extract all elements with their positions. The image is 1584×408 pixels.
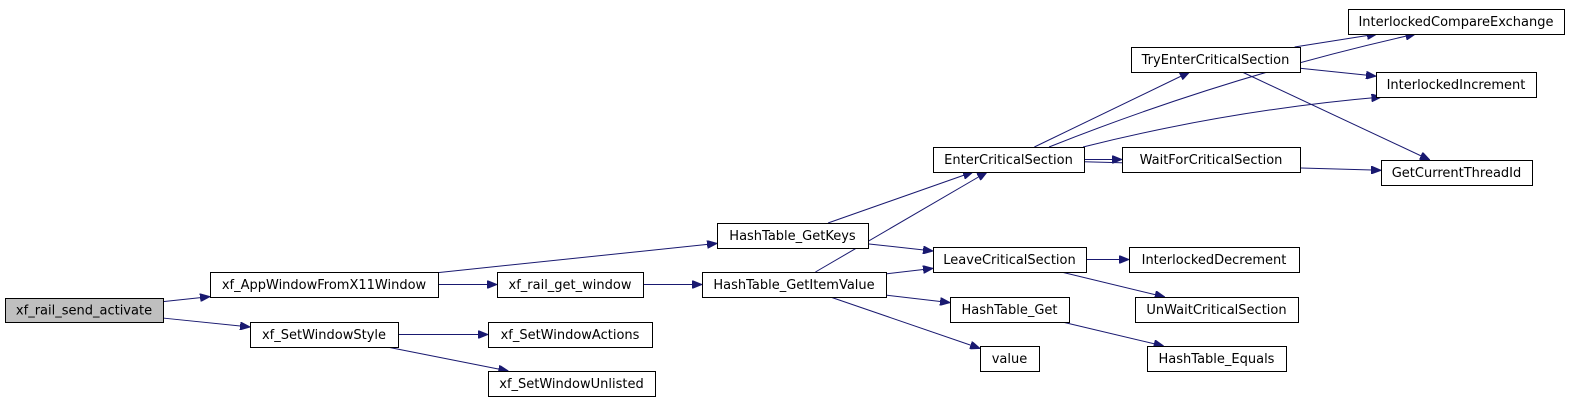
node-label: xf_SetWindowUnlisted — [499, 377, 643, 392]
edge-xf-appwindowfromx11window-to-hashtable-getkeys — [437, 243, 717, 274]
edge-tryentercriticalsection-to-interlockedcompareexchange — [1294, 34, 1377, 48]
node-xf-setwindowstyle[interactable]: xf_SetWindowStyle — [250, 322, 399, 348]
node-value[interactable]: value — [980, 346, 1040, 372]
node-unwaitcriticalsection[interactable]: UnWaitCriticalSection — [1135, 297, 1299, 323]
node-box — [933, 247, 1087, 273]
node-label: xf_SetWindowActions — [501, 328, 640, 343]
node-hashtable-getkeys[interactable]: HashTable_GetKeys — [717, 223, 869, 249]
node-label: value — [992, 352, 1028, 367]
node-entercriticalsection[interactable]: EnterCriticalSection — [933, 147, 1085, 173]
node-tryentercriticalsection[interactable]: TryEnterCriticalSection — [1131, 47, 1301, 73]
edge-entercriticalsection-to-interlockedcompareexchange — [1048, 34, 1415, 148]
node-getcurrentthreadid[interactable]: GetCurrentThreadId — [1381, 160, 1533, 186]
node-xf-setwindowunlisted[interactable]: xf_SetWindowUnlisted — [488, 371, 656, 397]
node-label: LeaveCriticalSection — [943, 253, 1075, 268]
node-box — [1376, 72, 1537, 98]
edge-entercriticalsection-to-interlockedincrement — [1082, 97, 1381, 148]
node-waitforcriticalsection[interactable]: WaitForCriticalSection — [1122, 147, 1301, 173]
node-xf-setwindowactions[interactable]: xf_SetWindowActions — [488, 322, 653, 348]
node-box — [1135, 297, 1299, 323]
node-label: EnterCriticalSection — [944, 153, 1073, 168]
node-box — [497, 272, 644, 298]
edge-tryentercriticalsection-to-getcurrentthreadid — [1241, 71, 1430, 160]
node-box — [1129, 247, 1300, 273]
edge-xf-setwindowstyle-to-xf-setwindowunlisted — [387, 346, 508, 371]
node-label: HashTable_Equals — [1159, 352, 1275, 367]
node-interlockedincrement[interactable]: InterlockedIncrement — [1376, 72, 1537, 98]
node-label: WaitForCriticalSection — [1140, 153, 1283, 168]
node-label: xf_rail_get_window — [509, 278, 632, 293]
edge-tryentercriticalsection-to-interlockedincrement — [1299, 67, 1376, 76]
node-xf-appwindowfromx11window[interactable]: xf_AppWindowFromX11Window — [210, 272, 439, 298]
edge-leavecriticalsection-to-unwaitcriticalsection — [1061, 271, 1165, 297]
edge-hashtable-getitemvalue-to-value — [830, 296, 980, 348]
node-box — [717, 223, 869, 249]
node-label: HashTable_GetKeys — [729, 229, 856, 244]
node-box — [1381, 160, 1533, 186]
node-label: TryEnterCriticalSection — [1141, 53, 1290, 68]
edge-xf-rail-send-activate-to-xf-appwindowfromx11window — [162, 297, 210, 303]
edge-entercriticalsection-to-tryentercriticalsection — [1034, 72, 1189, 148]
node-box — [488, 371, 656, 397]
node-label: UnWaitCriticalSection — [1146, 303, 1286, 318]
node-box — [210, 272, 439, 298]
node-box — [1131, 47, 1301, 73]
node-box — [488, 322, 653, 348]
node-box — [980, 346, 1040, 372]
node-box — [1122, 147, 1301, 173]
edge-hashtable-getitemvalue-to-entercriticalsection — [815, 172, 987, 273]
node-label: HashTable_Get — [961, 303, 1057, 318]
node-hashtable-get[interactable]: HashTable_Get — [950, 297, 1070, 323]
node-label: xf_SetWindowStyle — [262, 328, 386, 343]
edge-hashtable-getitemvalue-to-leavecriticalsection — [885, 268, 933, 275]
edge-hashtable-getkeys-to-leavecriticalsection — [867, 243, 933, 251]
node-label: InterlockedDecrement — [1142, 253, 1287, 268]
node-label: InterlockedIncrement — [1387, 78, 1526, 93]
node-box — [1348, 9, 1565, 35]
edge-hashtable-get-to-hashtable-equals — [1062, 321, 1163, 346]
node-box — [950, 297, 1070, 323]
node-xf-rail-get-window[interactable]: xf_rail_get_window — [497, 272, 644, 298]
node-hashtable-equals[interactable]: HashTable_Equals — [1147, 346, 1287, 372]
node-leavecriticalsection[interactable]: LeaveCriticalSection — [933, 247, 1087, 273]
node-label: xf_AppWindowFromX11Window — [222, 278, 427, 293]
node-label: InterlockedCompareExchange — [1358, 15, 1553, 30]
node-interlockedcompareexchange[interactable]: InterlockedCompareExchange — [1348, 9, 1565, 35]
node-box — [702, 272, 887, 298]
node-label: GetCurrentThreadId — [1392, 166, 1522, 181]
edge-xf-rail-send-activate-to-xf-setwindowstyle — [162, 317, 250, 327]
node-hashtable-getitemvalue[interactable]: HashTable_GetItemValue — [702, 272, 887, 298]
node-box — [5, 298, 164, 323]
node-label: xf_rail_send_activate — [16, 304, 152, 319]
node-interlockeddecrement[interactable]: InterlockedDecrement — [1129, 247, 1300, 273]
node-box — [1147, 346, 1287, 372]
edge-hashtable-getitemvalue-to-hashtable-get — [885, 294, 950, 302]
node-box — [250, 322, 399, 348]
node-box — [933, 147, 1085, 173]
node-xf-rail-send-activate[interactable]: xf_rail_send_activate — [5, 298, 164, 323]
nodes-layer: xf_rail_send_activate xf_AppWindowFromX11… — [5, 9, 1565, 397]
edge-hashtable-getkeys-to-entercriticalsection — [827, 172, 973, 224]
node-label: HashTable_GetItemValue — [713, 278, 874, 293]
